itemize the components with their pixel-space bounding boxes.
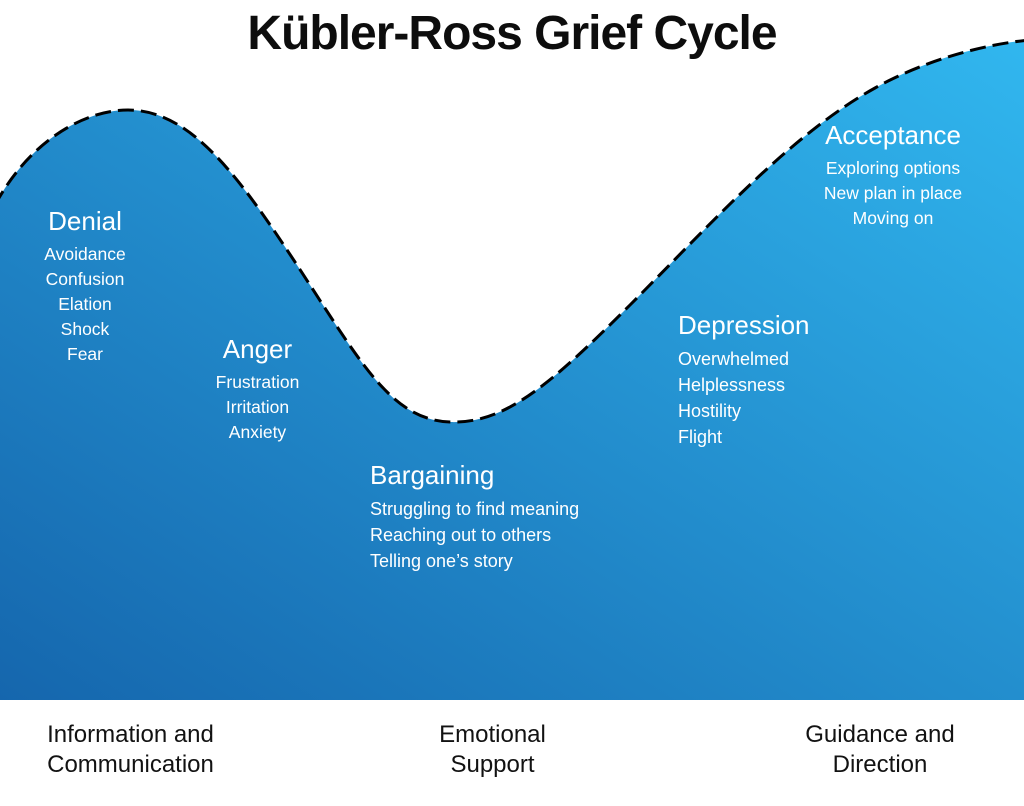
diagram-title: Kübler-Ross Grief Cycle <box>247 7 777 60</box>
stage-anger: Anger Frustration Irritation Anxiety <box>175 334 340 445</box>
stage-depression: Depression Overwhelmed Helplessness Host… <box>678 310 898 450</box>
stage-heading: Denial <box>48 206 122 236</box>
stage-item: Flight <box>678 427 723 447</box>
stage-item: Helplessness <box>678 375 786 395</box>
stage-heading: Depression <box>678 310 810 340</box>
stage-item: Overwhelmed <box>678 349 790 369</box>
stage-item: Elation <box>58 294 112 314</box>
stage-item: Struggling to find meaning <box>370 499 580 519</box>
footer-line: Direction <box>832 751 928 778</box>
footer-line: Information and <box>47 721 214 748</box>
stage-item: Moving on <box>852 208 934 228</box>
stage-denial: Denial Avoidance Confusion Elation Shock… <box>5 206 165 367</box>
footer-line: Guidance and <box>805 721 955 748</box>
stage-item: Telling one’s story <box>370 551 513 571</box>
stage-heading: Acceptance <box>825 120 961 150</box>
stage-item: Hostility <box>678 401 742 421</box>
footer-line: Communication <box>47 751 214 778</box>
stage-bargaining: Bargaining Struggling to find meaning Re… <box>370 460 630 574</box>
footer-label-guidance-direction: Guidance and Direction <box>765 720 995 780</box>
stage-item: Frustration <box>215 372 300 392</box>
stage-item: Confusion <box>45 269 125 289</box>
stage-item: Exploring options <box>825 158 961 178</box>
stage-item: Fear <box>67 344 103 364</box>
footer-line: Support <box>450 751 535 778</box>
stage-acceptance: Acceptance Exploring options New plan in… <box>778 120 1008 231</box>
footer-label-emotional-support: Emotional Support <box>380 720 605 780</box>
stage-item: Anxiety <box>228 422 287 442</box>
stage-item: New plan in place <box>823 183 963 203</box>
stage-item: Avoidance <box>44 244 126 264</box>
stage-heading: Bargaining <box>370 460 495 490</box>
stage-item: Irritation <box>225 397 290 417</box>
footer-label-information-communication: Information and Communication <box>8 720 253 780</box>
curve-dashed-line <box>0 39 1024 424</box>
footer-line: Emotional <box>439 721 546 748</box>
stage-item: Shock <box>60 319 110 339</box>
stage-item: Reaching out to others <box>370 525 552 545</box>
stage-heading: Anger <box>222 334 293 364</box>
